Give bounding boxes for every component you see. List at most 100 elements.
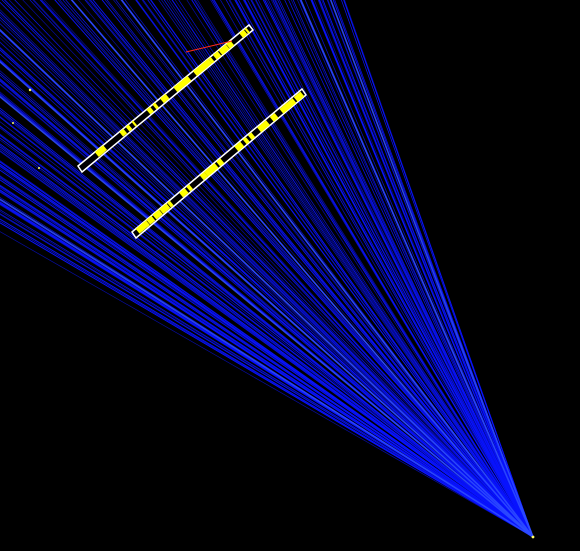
ray-line bbox=[329, 0, 534, 538]
detector-plane-upper bbox=[77, 23, 255, 174]
detector-hit bbox=[164, 203, 171, 210]
ray-line bbox=[86, 0, 534, 538]
ray-line bbox=[0, 133, 534, 538]
detector-hit bbox=[193, 69, 199, 77]
ray-line bbox=[0, 214, 534, 538]
ray-line bbox=[318, 0, 534, 538]
ray-line bbox=[0, 164, 534, 538]
detector-hit bbox=[296, 91, 305, 100]
ray-line bbox=[158, 0, 534, 538]
ray-line bbox=[33, 0, 534, 538]
detector-hit bbox=[234, 142, 244, 152]
ray-line bbox=[163, 0, 534, 538]
detector-hit bbox=[221, 44, 230, 53]
ray-line bbox=[62, 0, 534, 538]
ray-line bbox=[0, 169, 534, 538]
ray-line bbox=[251, 0, 534, 538]
ray-line bbox=[0, 11, 534, 538]
ray-line bbox=[89, 0, 534, 538]
detector-hit bbox=[119, 128, 128, 137]
detector-hit bbox=[204, 168, 213, 177]
ray-line bbox=[0, 222, 534, 538]
ray-line bbox=[0, 185, 534, 538]
detector-hit bbox=[284, 99, 295, 110]
ray-line bbox=[299, 0, 534, 538]
ray-line bbox=[8, 0, 534, 538]
ray-line bbox=[234, 0, 534, 538]
ray-line bbox=[0, 146, 534, 538]
detector-hit bbox=[162, 204, 169, 212]
ray-line bbox=[135, 0, 534, 538]
detector-hit bbox=[160, 93, 170, 104]
ray-line bbox=[0, 161, 534, 538]
detector-plane-lower-hits bbox=[135, 91, 305, 234]
ray-line bbox=[0, 218, 534, 538]
ray-line bbox=[43, 0, 534, 538]
ray-line bbox=[0, 1, 534, 538]
detector-hit bbox=[247, 132, 256, 140]
ray-line bbox=[22, 0, 534, 538]
ray-line bbox=[238, 0, 534, 538]
detector-hit bbox=[173, 83, 182, 93]
ray-line bbox=[288, 0, 534, 538]
ray-line bbox=[247, 0, 534, 538]
detector-hit bbox=[257, 126, 263, 133]
ray-line bbox=[0, 60, 534, 538]
hit-marker bbox=[28, 88, 32, 92]
ray-line bbox=[77, 0, 534, 538]
detector-hit bbox=[244, 27, 250, 34]
secondary-track bbox=[185, 40, 233, 53]
ray-line bbox=[0, 231, 534, 538]
ray-line bbox=[244, 0, 534, 538]
ray-line bbox=[29, 0, 534, 538]
hit-marker bbox=[38, 167, 40, 169]
ray-line bbox=[174, 0, 534, 538]
ray-line bbox=[178, 0, 534, 538]
detector-hit bbox=[97, 147, 105, 155]
ray-line bbox=[191, 0, 534, 538]
ray-line bbox=[120, 0, 534, 538]
ray-line bbox=[0, 74, 534, 538]
ray-line bbox=[0, 125, 534, 538]
detector-hit bbox=[194, 64, 205, 75]
detector-hit bbox=[290, 98, 297, 105]
ray-line bbox=[0, 37, 534, 538]
detector-hit bbox=[259, 122, 268, 131]
ray-line bbox=[57, 0, 534, 538]
ray-line bbox=[0, 177, 534, 538]
ray-line bbox=[255, 0, 534, 538]
detector-hit bbox=[153, 102, 159, 109]
detector-hit bbox=[146, 217, 154, 225]
detector-hit bbox=[181, 188, 189, 196]
detector-hit bbox=[143, 220, 150, 228]
detector-hit bbox=[207, 166, 215, 175]
detector-hit bbox=[167, 200, 174, 208]
ray-line bbox=[141, 0, 534, 538]
detector-hit bbox=[264, 120, 270, 127]
detector-hit bbox=[148, 215, 156, 223]
detector-hit bbox=[208, 56, 215, 64]
detector-hit bbox=[183, 75, 192, 84]
detector-hit bbox=[135, 224, 145, 234]
ray-line bbox=[4, 0, 534, 538]
detector-plane-upper-hits bbox=[94, 27, 250, 157]
ray-line bbox=[279, 0, 534, 538]
ray-line bbox=[0, 190, 534, 538]
ray-line bbox=[0, 28, 534, 538]
detector-hit bbox=[240, 29, 248, 37]
ray-line bbox=[284, 0, 534, 538]
ray-line bbox=[0, 70, 534, 538]
ray-fan bbox=[0, 0, 534, 538]
detector-hit bbox=[152, 211, 161, 220]
ray-line bbox=[147, 0, 534, 538]
detector-hit bbox=[218, 158, 224, 165]
ray-line bbox=[0, 78, 534, 538]
ray-line bbox=[341, 0, 534, 538]
ray-line bbox=[225, 0, 534, 538]
detector-hit bbox=[155, 209, 163, 218]
detector-hit bbox=[146, 106, 154, 115]
ray-line bbox=[213, 0, 534, 538]
ray-line bbox=[0, 53, 534, 538]
ray-line bbox=[0, 198, 534, 538]
